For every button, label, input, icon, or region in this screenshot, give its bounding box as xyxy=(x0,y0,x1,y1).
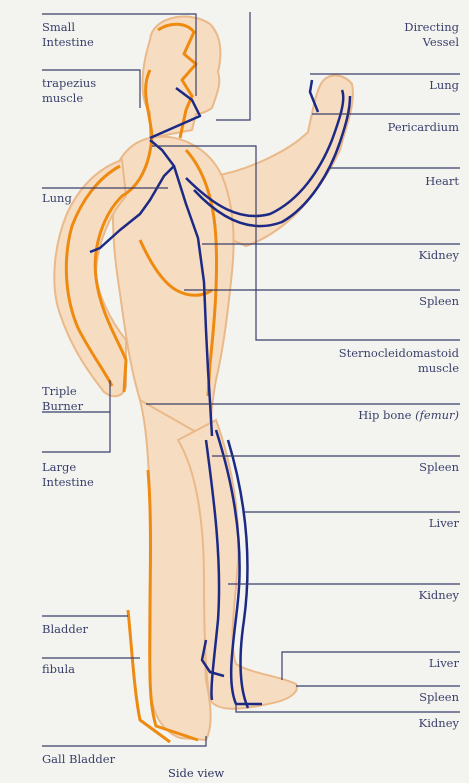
label-triple-burner: Triple Burner xyxy=(42,384,83,414)
label-directing-vessel: Directing Vessel xyxy=(404,20,459,50)
label-bladder: Bladder xyxy=(42,622,88,637)
label-large-intestine-line-1: Large xyxy=(42,460,94,475)
label-trapezius-line-1: trapezius xyxy=(42,76,96,91)
leader-large-intestine xyxy=(42,412,110,452)
label-hip-bone-text: Hip bone xyxy=(358,408,415,422)
label-directing-vessel-line-1: Directing xyxy=(404,20,459,35)
label-sternocleidomastoid-line-1: Sternocleidomastoid xyxy=(339,346,459,361)
label-kidney-2: Kidney xyxy=(419,588,459,603)
label-spleen-3: Spleen xyxy=(419,690,459,705)
label-heart: Heart xyxy=(425,174,459,189)
label-lung-left: Lung xyxy=(42,191,72,206)
label-large-intestine: Large Intestine xyxy=(42,460,94,490)
label-liver-2: Liver xyxy=(429,656,459,671)
label-large-intestine-line-2: Intestine xyxy=(42,475,94,490)
label-triple-burner-line-2: Burner xyxy=(42,399,83,414)
label-hip-bone: Hip bone (femur) xyxy=(358,408,459,423)
label-fibula: fibula xyxy=(42,662,75,677)
label-pericardium: Pericardium xyxy=(388,120,459,135)
label-directing-vessel-line-2: Vessel xyxy=(404,35,459,50)
body-silhouette xyxy=(54,17,353,740)
figure-caption: Side view xyxy=(168,766,224,780)
label-liver-1: Liver xyxy=(429,516,459,531)
label-sternocleidomastoid-line-2: muscle xyxy=(339,361,459,376)
label-hip-bone-femur: (femur) xyxy=(415,408,459,422)
label-spleen-1: Spleen xyxy=(419,294,459,309)
label-kidney-1: Kidney xyxy=(419,248,459,263)
leader-directing-vessel xyxy=(216,12,250,120)
label-small-intestine-line-2: Intestine xyxy=(42,35,94,50)
label-trapezius-muscle: trapezius muscle xyxy=(42,76,96,106)
label-sternocleidomastoid-muscle: Sternocleidomastoid muscle xyxy=(339,346,459,376)
leader-kidney-3 xyxy=(236,704,460,712)
label-lung-right: Lung xyxy=(429,78,459,93)
label-triple-burner-line-1: Triple xyxy=(42,384,83,399)
label-gall-bladder: Gall Bladder xyxy=(42,752,115,767)
label-small-intestine: Small Intestine xyxy=(42,20,94,50)
label-trapezius-line-2: muscle xyxy=(42,91,96,106)
label-small-intestine-line-1: Small xyxy=(42,20,94,35)
label-spleen-2: Spleen xyxy=(419,460,459,475)
label-kidney-3: Kidney xyxy=(419,716,459,731)
